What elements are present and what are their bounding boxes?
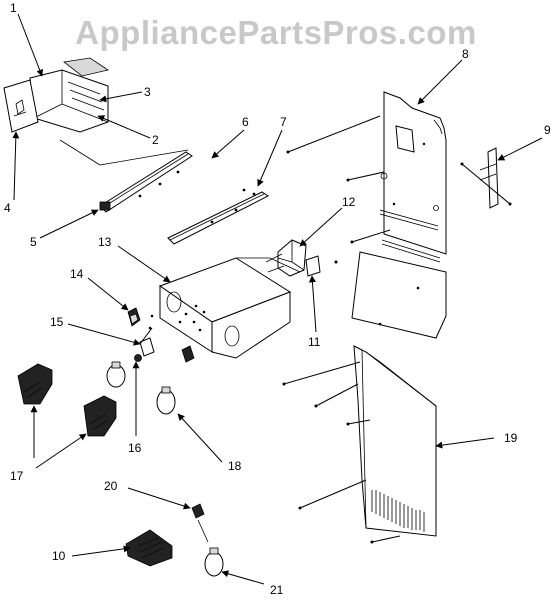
light-shield-upper — [17, 363, 53, 405]
leader-lines — [139, 115, 511, 543]
callout-5: 5 — [30, 235, 37, 249]
callout-20: 20 — [104, 479, 118, 493]
socket-20 — [191, 503, 209, 543]
ice-maker-assembly — [3, 57, 109, 133]
watermark-text: AppliancePartsPros.com — [75, 14, 477, 51]
callout-14: 14 — [70, 267, 84, 281]
callout-2: 2 — [152, 133, 159, 147]
callout-7: 7 — [280, 115, 287, 129]
socket-18 — [181, 345, 195, 363]
rail-left — [99, 151, 193, 213]
vent-grille — [371, 490, 425, 532]
callout-12: 12 — [342, 195, 356, 209]
callout-9: 9 — [544, 123, 551, 137]
callout-4: 4 — [4, 201, 11, 215]
bulb-upper — [106, 361, 126, 388]
callout-17: 17 — [10, 469, 24, 483]
callout-18: 18 — [228, 459, 242, 473]
callout-labels: 1 2 3 4 5 6 7 8 9 10 11 12 13 14 15 16 1… — [4, 1, 551, 597]
rear-panel — [379, 91, 447, 263]
bulb-21 — [204, 547, 224, 577]
bulb-lower — [156, 386, 176, 415]
switch-15 — [139, 337, 155, 357]
callout-15: 15 — [50, 315, 64, 329]
control-housing — [148, 257, 301, 359]
callout-13: 13 — [98, 235, 112, 249]
light-shield-10 — [125, 529, 173, 567]
callout-21: 21 — [270, 583, 284, 597]
duct-cover — [351, 251, 447, 339]
callout-16: 16 — [128, 441, 142, 455]
socket-14 — [127, 307, 141, 327]
callout-19: 19 — [504, 431, 518, 445]
bracket-9 — [479, 147, 499, 209]
callout-8: 8 — [462, 47, 469, 61]
callout-3: 3 — [144, 85, 151, 99]
back-panel — [353, 345, 437, 537]
callout-10: 10 — [52, 549, 66, 563]
callout-arrows — [12, 13, 543, 585]
callout-6: 6 — [242, 115, 249, 129]
light-shield-lower — [83, 395, 117, 437]
callout-1: 1 — [10, 1, 17, 15]
callout-11: 11 — [308, 335, 321, 349]
damper-motor — [265, 239, 321, 277]
rail-right — [167, 188, 269, 245]
screw-16 — [134, 354, 142, 362]
